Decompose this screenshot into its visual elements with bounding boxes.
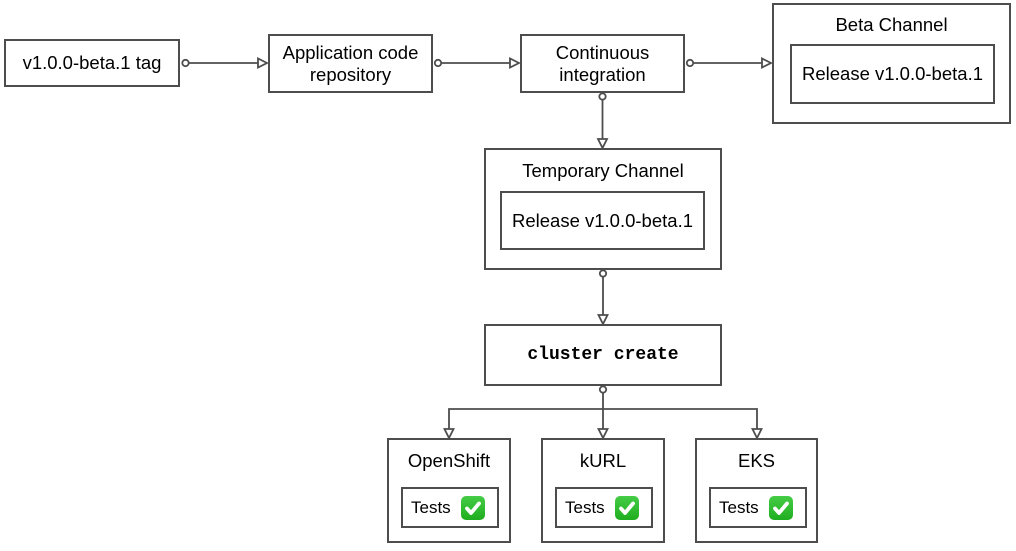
- arrowhead-icon: [597, 428, 609, 441]
- node-beta-channel: Beta Channel Release v1.0.0-beta.1: [772, 3, 1011, 124]
- arrowhead-icon: [597, 314, 609, 327]
- node-cluster-create: cluster create: [484, 324, 722, 386]
- arrowhead-icon: [761, 57, 774, 69]
- node-beta-release-label: Release v1.0.0-beta.1: [801, 63, 983, 84]
- connector-source-dot: [598, 92, 607, 101]
- check-mark-glyph: [619, 501, 635, 515]
- node-kurl-title: kURL: [579, 450, 627, 471]
- node-openshift-title: OpenShift: [407, 450, 491, 471]
- connector-source-dot: [598, 269, 608, 278]
- check-mark-glyph: [465, 501, 481, 515]
- node-eks-tests: Tests: [709, 487, 807, 528]
- arrowhead-icon: [596, 138, 609, 151]
- connector-ends: [181, 57, 774, 441]
- check-icon: [769, 495, 793, 520]
- node-openshift-tests: Tests: [401, 487, 499, 528]
- node-app-code-repository-label: Application code repository: [282, 41, 419, 85]
- check-mark-glyph: [773, 501, 789, 515]
- connector-source-dot: [598, 385, 608, 394]
- tests-label: Tests: [719, 497, 759, 517]
- node-continuous-integration: Continuous integration: [520, 34, 685, 93]
- node-app-code-repository: Application code repository: [268, 34, 433, 93]
- node-temporary-channel: Temporary Channel Release v1.0.0-beta.1: [484, 148, 722, 270]
- arrowhead-icon: [751, 428, 763, 441]
- node-cluster-create-label: cluster create: [527, 345, 679, 365]
- node-kurl-tests: Tests: [555, 487, 653, 528]
- node-temporary-release: Release v1.0.0-beta.1: [500, 191, 705, 250]
- node-eks: EKS Tests: [695, 438, 818, 543]
- node-beta-channel-title: Beta Channel: [835, 14, 948, 35]
- tests-label: Tests: [411, 497, 451, 517]
- check-icon: [461, 495, 485, 520]
- connector-source-dot: [685, 58, 695, 68]
- node-beta-release: Release v1.0.0-beta.1: [790, 44, 995, 104]
- arrowhead-icon: [443, 428, 455, 441]
- node-version-tag-label: v1.0.0-beta.1 tag: [22, 52, 162, 73]
- node-temporary-release-label: Release v1.0.0-beta.1: [511, 209, 693, 231]
- node-openshift: OpenShift Tests: [387, 438, 511, 543]
- tests-label: Tests: [565, 497, 605, 517]
- node-temporary-channel-title: Temporary Channel: [522, 160, 684, 181]
- connector-lines: [188, 62, 762, 429]
- connector-source-dot: [433, 58, 443, 68]
- arrowhead-icon: [257, 57, 270, 69]
- node-continuous-integration-label: Continuous integration: [555, 41, 650, 85]
- check-icon: [615, 495, 639, 520]
- node-kurl: kURL Tests: [541, 438, 665, 543]
- connector-source-dot: [181, 58, 190, 68]
- arrowhead-icon: [509, 57, 522, 69]
- node-eks-title: EKS: [737, 450, 776, 471]
- node-version-tag: v1.0.0-beta.1 tag: [4, 39, 180, 87]
